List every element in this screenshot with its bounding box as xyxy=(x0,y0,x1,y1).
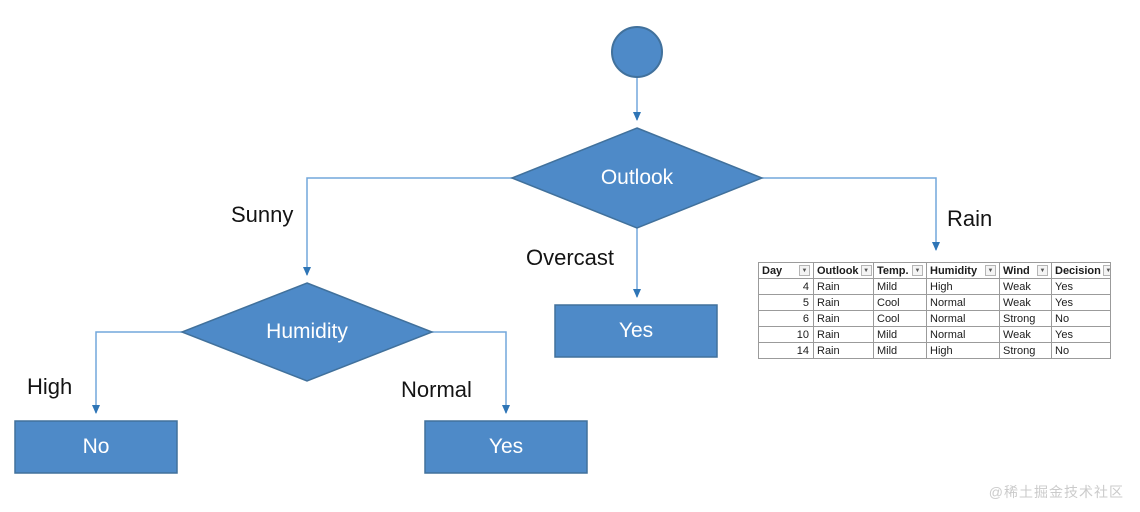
table-cell: Yes xyxy=(1051,294,1111,311)
table-row: 4 Rain Mild High Weak Yes xyxy=(758,278,1111,295)
table-cell: Weak xyxy=(999,278,1052,295)
table-row: 14 Rain Mild High Strong No xyxy=(758,342,1111,359)
table-cell: Mild xyxy=(873,326,927,343)
table-cell: 4 xyxy=(758,278,814,295)
edge-label-rain: Rain xyxy=(947,206,993,231)
table-cell: No xyxy=(1051,342,1111,359)
table-cell: 6 xyxy=(758,310,814,327)
table-cell: Strong xyxy=(999,310,1052,327)
col-header-day: Day ▼ xyxy=(758,262,814,279)
col-header-humidity-label: Humidity xyxy=(930,264,978,277)
table-row: 5 Rain Cool Normal Weak Yes xyxy=(758,294,1111,311)
edge-sunny xyxy=(303,177,512,276)
col-header-temp: Temp.▼ xyxy=(873,262,927,279)
table-cell: Yes xyxy=(1051,278,1111,295)
outlook-decision-diamond xyxy=(509,127,765,229)
edge-label-normal: Normal xyxy=(401,377,472,402)
table-cell: Strong xyxy=(999,342,1052,359)
table-cell: High xyxy=(926,278,1000,295)
filter-dropdown-icon[interactable]: ▼ xyxy=(985,265,996,276)
col-header-outlook: Outlook▼ xyxy=(813,262,874,279)
table-cell: Rain xyxy=(813,294,874,311)
yes-leaf-overcast xyxy=(554,304,718,358)
edge-normal xyxy=(432,331,510,414)
table-cell: Rain xyxy=(813,342,874,359)
table-cell: Normal xyxy=(926,294,1000,311)
col-header-day-label: Day xyxy=(762,264,783,277)
table-cell: 5 xyxy=(758,294,814,311)
yes-leaf-normal xyxy=(424,420,588,474)
filter-dropdown-icon[interactable]: ▼ xyxy=(1037,265,1048,276)
table-cell: 14 xyxy=(758,342,814,359)
edge-label-high: High xyxy=(27,374,73,399)
table-cell: Cool xyxy=(873,294,927,311)
col-header-wind: Wind ▼ xyxy=(999,262,1052,279)
filter-dropdown-icon[interactable]: ▼ xyxy=(799,265,810,276)
table-cell: Yes xyxy=(1051,326,1111,343)
col-header-wind-label: Wind xyxy=(1003,264,1030,277)
table-cell: Normal xyxy=(926,310,1000,327)
table-cell: Normal xyxy=(926,326,1000,343)
table-cell: Mild xyxy=(873,278,927,295)
table-cell: Weak xyxy=(999,294,1052,311)
filter-dropdown-icon[interactable]: ▼ xyxy=(912,265,923,276)
table-cell: 10 xyxy=(758,326,814,343)
edge-label-overcast: Overcast xyxy=(526,245,615,270)
table-cell: Cool xyxy=(873,310,927,327)
edge-label-sunny: Sunny xyxy=(231,202,294,227)
rain-data-table: Day▼ Outlook▼ Temp.▼ Humidity▼ Wind▼ Dec… xyxy=(758,262,1111,359)
table-cell: No xyxy=(1051,310,1111,327)
filter-active-icon[interactable]: ▼ xyxy=(860,265,872,276)
humidity-decision-diamond xyxy=(179,282,435,382)
edge-high xyxy=(92,331,182,414)
table-row: 6 Rain Cool Normal Strong No xyxy=(758,310,1111,327)
table-cell: Rain xyxy=(813,326,874,343)
no-leaf-high xyxy=(14,420,178,474)
table-cell: Rain xyxy=(813,310,874,327)
table-cell: Rain xyxy=(813,278,874,295)
watermark: @稀土掘金技术社区 xyxy=(988,484,1124,500)
col-header-decision: Decision▼ xyxy=(1051,262,1111,279)
col-header-temp-label: Temp. xyxy=(877,264,909,277)
filter-dropdown-icon[interactable]: ▼ xyxy=(1102,265,1110,276)
col-header-decision-label: Decision xyxy=(1055,264,1101,277)
table-header-row: Day▼ Outlook▼ Temp.▼ Humidity▼ Wind▼ Dec… xyxy=(758,262,1111,279)
table-cell: High xyxy=(926,342,1000,359)
edge-rain xyxy=(762,177,940,251)
start-node xyxy=(611,26,663,78)
col-header-humidity: Humidity ▼ xyxy=(926,262,1000,279)
table-row: 10 Rain Mild Normal Weak Yes xyxy=(758,326,1111,343)
table-cell: Weak xyxy=(999,326,1052,343)
table-cell: Mild xyxy=(873,342,927,359)
col-header-outlook-label: Outlook xyxy=(817,264,859,277)
